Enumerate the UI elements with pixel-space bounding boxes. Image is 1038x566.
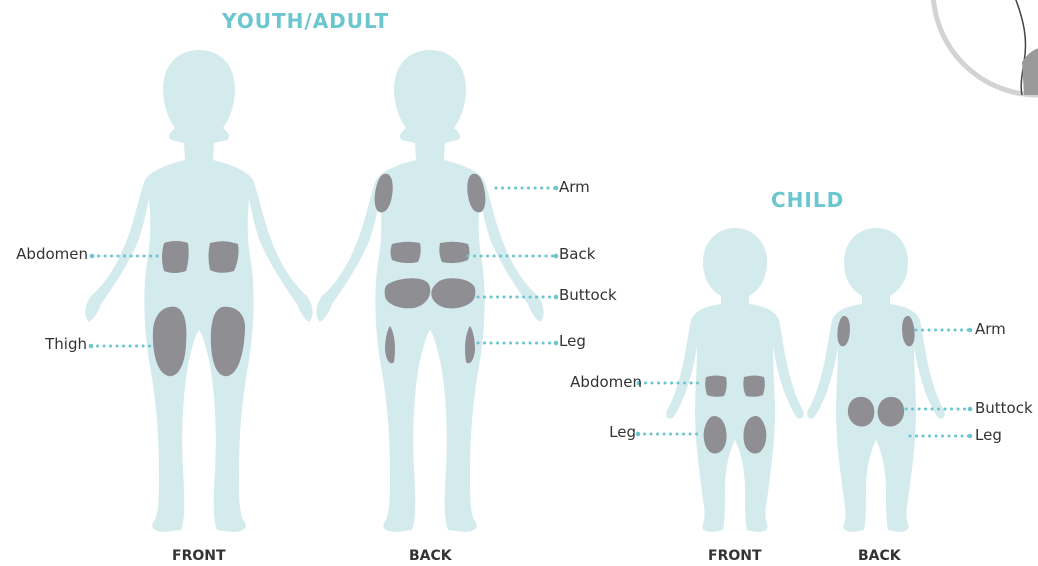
adult-back-back-right-site bbox=[439, 242, 469, 263]
adult-label-back: Back bbox=[559, 247, 595, 262]
child-section-title: CHILD bbox=[771, 190, 844, 210]
child-label-abdomen: Abdomen bbox=[570, 375, 642, 390]
child-label-leg-back: Leg bbox=[975, 428, 1002, 443]
adult-label-abdomen: Abdomen bbox=[16, 247, 88, 262]
adult-label-arm: Arm bbox=[559, 180, 590, 195]
child-front-caption: FRONT bbox=[708, 549, 762, 563]
child-label-leg-front: Leg bbox=[609, 425, 636, 440]
adult-section-title: YOUTH/ADULT bbox=[222, 11, 389, 31]
adult-label-buttock: Buttock bbox=[559, 288, 617, 303]
adult-back-figure bbox=[316, 50, 543, 532]
child-front-abdomen-right-site bbox=[743, 376, 764, 397]
adult-front-caption: FRONT bbox=[172, 549, 226, 563]
adult-front-figure bbox=[85, 50, 312, 532]
corner-illustration bbox=[933, 0, 1038, 95]
child-front-figure bbox=[666, 228, 804, 532]
child-label-buttock: Buttock bbox=[975, 401, 1033, 416]
adult-label-leg: Leg bbox=[559, 334, 586, 349]
adult-back-back-left-site bbox=[391, 242, 421, 263]
child-front-abdomen-left-site bbox=[705, 376, 726, 397]
child-label-arm: Arm bbox=[975, 322, 1006, 337]
adult-back-caption: BACK bbox=[409, 549, 452, 563]
child-back-figure bbox=[807, 228, 945, 532]
adult-front-abdomen-left-site bbox=[162, 241, 189, 273]
adult-back-buttock-right-site bbox=[431, 278, 475, 308]
child-back-caption: BACK bbox=[858, 549, 901, 563]
adult-front-abdomen-right-site bbox=[209, 241, 239, 273]
adult-label-thigh: Thigh bbox=[45, 337, 87, 352]
